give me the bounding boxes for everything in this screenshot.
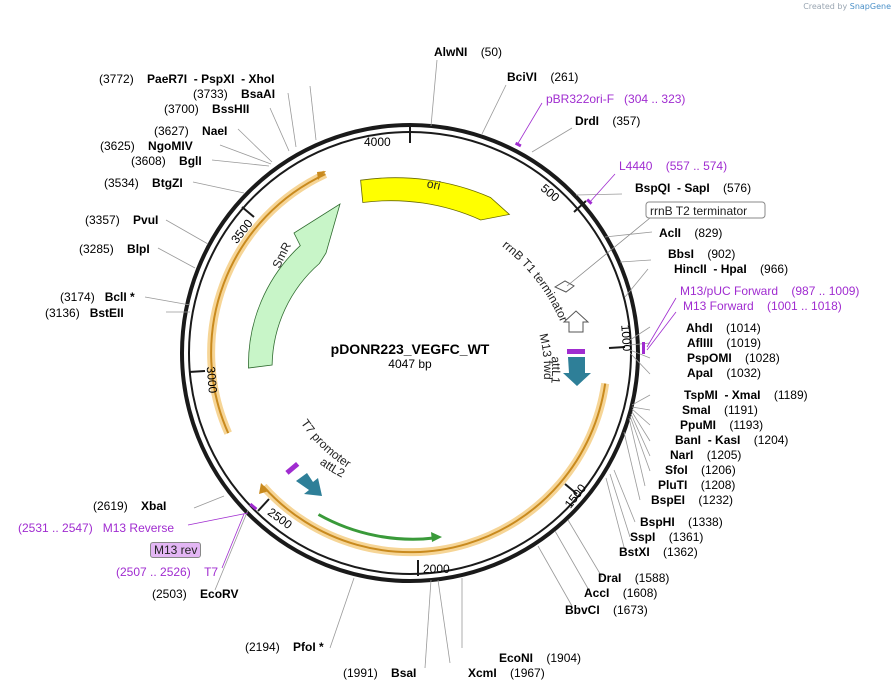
site-acli: AclI (829) bbox=[659, 226, 723, 240]
site-bstxi: BstXI (1362) bbox=[619, 545, 698, 559]
site-sfoi: SfoI (1206) bbox=[665, 463, 736, 477]
site-hincii-hpai: HincII - HpaI (966) bbox=[674, 262, 789, 276]
site-drdi: DrdI (357) bbox=[575, 114, 641, 128]
site-afliii: AflIII (1019) bbox=[687, 336, 762, 350]
created-by-credit: Created by SnapGene bbox=[803, 2, 891, 11]
site-drai: DraI (1588) bbox=[598, 571, 670, 585]
primer-m13-rev-box: M13 rev bbox=[150, 542, 202, 558]
rrnb-t2-label: rrnB T2 terminator bbox=[650, 204, 747, 218]
site-sspi: SspI (1361) bbox=[630, 530, 704, 544]
pbr322ori-primer-mark bbox=[514, 141, 522, 148]
insert-arrow-tail bbox=[259, 483, 269, 494]
site-bgli: (3608) BglI bbox=[131, 154, 202, 168]
t7-primer-mark bbox=[285, 461, 300, 475]
site-xbai: (2619) XbaI bbox=[93, 499, 167, 513]
site-ecorv: (2503) EcoRV bbox=[152, 587, 239, 601]
l4440-primer-mark bbox=[586, 198, 593, 205]
primer-m13-forward: M13 Forward (1001 .. 1018) bbox=[683, 299, 842, 313]
site-ppumi: PpuMI (1193) bbox=[680, 418, 764, 432]
m13-fwd-label: M13 fwd bbox=[536, 332, 555, 380]
site-bcivi: BciVI (261) bbox=[507, 70, 579, 84]
m13-puc-primer-mark bbox=[642, 342, 645, 354]
tick-label-3000: 3000 bbox=[204, 366, 220, 394]
rrnb-t2-label-box bbox=[645, 201, 766, 219]
site-bspei: BspEI (1232) bbox=[651, 493, 734, 507]
primer-t7: (2507 .. 2526) T7 bbox=[116, 565, 219, 579]
site-btgzi: (3534) BtgZI bbox=[104, 176, 183, 190]
tick-label-2000: 2000 bbox=[423, 562, 450, 576]
site-bbsi: BbsI (902) bbox=[668, 247, 736, 261]
tick-label-4000: 4000 bbox=[364, 135, 391, 149]
site-tspmi-xmai: TspMI - XmaI (1189) bbox=[684, 388, 808, 402]
site-smai: SmaI (1191) bbox=[682, 403, 758, 417]
site-bsshii: (3700) BssHII bbox=[164, 102, 250, 116]
snapgene-logo: SnapGene bbox=[849, 2, 891, 11]
primer-l4440: L4440 (557 .. 574) bbox=[619, 159, 728, 173]
attl1-feature bbox=[563, 357, 591, 386]
ori-label: ori bbox=[426, 177, 442, 193]
plasmid-size: 4047 bp bbox=[388, 357, 432, 371]
site-bsteii: (3136) BstEII bbox=[45, 306, 124, 320]
insert-line-left bbox=[210, 173, 326, 434]
site-pfoi: (2194) PfoI * bbox=[245, 640, 324, 654]
m13-fwd-primer-mark bbox=[567, 349, 585, 354]
site-ngomiv: (3625) NgoMIV bbox=[100, 139, 193, 153]
primer-m13-puc-forward: M13/pUC Forward (987 .. 1009) bbox=[680, 284, 860, 298]
site-bcli: (3174) BclI * bbox=[60, 290, 135, 304]
rrnb-t2-leader bbox=[566, 217, 651, 287]
site-ahdi: AhdI (1014) bbox=[686, 321, 761, 335]
credit-text: Created by bbox=[803, 2, 848, 11]
site-paer7i-pspxi-xhoi: (3772) PaeR7I - PspXI - XhoI bbox=[99, 72, 275, 86]
tick-marks bbox=[188, 126, 626, 576]
site-nari: NarI (1205) bbox=[670, 448, 742, 462]
insert-line-right bbox=[262, 383, 607, 554]
smr-feature bbox=[248, 203, 341, 369]
rrnb-t2-terminator-feature bbox=[562, 310, 590, 333]
m13-reverse-primer-mark bbox=[249, 502, 258, 511]
site-bsaai: (3733) BsaAI bbox=[193, 87, 276, 101]
primer-m13-reverse: (2531 .. 2547) M13 Reverse bbox=[18, 521, 175, 535]
attl2-feature bbox=[296, 473, 322, 496]
plasmid-name: pDONR223_VEGFC_WT bbox=[331, 341, 490, 357]
green-orf-line bbox=[317, 513, 437, 541]
ori-feature bbox=[360, 177, 511, 221]
green-orf-arrow bbox=[431, 532, 442, 542]
site-apai: ApaI (1032) bbox=[687, 366, 762, 380]
site-econi: EcoNI (1904) bbox=[499, 651, 582, 665]
site-xcmi: XcmI (1967) bbox=[468, 666, 545, 680]
site-leader-lines bbox=[144, 59, 653, 669]
site-pvui: (3357) PvuI bbox=[85, 213, 159, 227]
primer-leader-lines bbox=[187, 102, 677, 569]
site-bbvci: BbvCI (1673) bbox=[565, 603, 648, 617]
site-bsphi: BspHI (1338) bbox=[640, 515, 723, 529]
site-naei: (3627) NaeI bbox=[154, 124, 228, 138]
site-bspqi-sapi: BspQI - SapI (576) bbox=[635, 181, 752, 195]
site-bani-kasi: BanI - KasI (1204) bbox=[675, 433, 789, 447]
primer-pbr322ori-f: pBR322ori-F (304 .. 323) bbox=[546, 92, 686, 106]
site-blpi: (3285) BlpI bbox=[79, 242, 150, 256]
site-pluti: PluTI (1208) bbox=[658, 478, 736, 492]
site-acci: AccI (1608) bbox=[584, 586, 658, 600]
insert-arrow-head bbox=[317, 171, 326, 180]
site-bsai: (1991) BsaI bbox=[343, 666, 417, 680]
site-alwni: AlwNI (50) bbox=[434, 45, 503, 59]
site-pspomi: PspOMI (1028) bbox=[687, 351, 780, 365]
